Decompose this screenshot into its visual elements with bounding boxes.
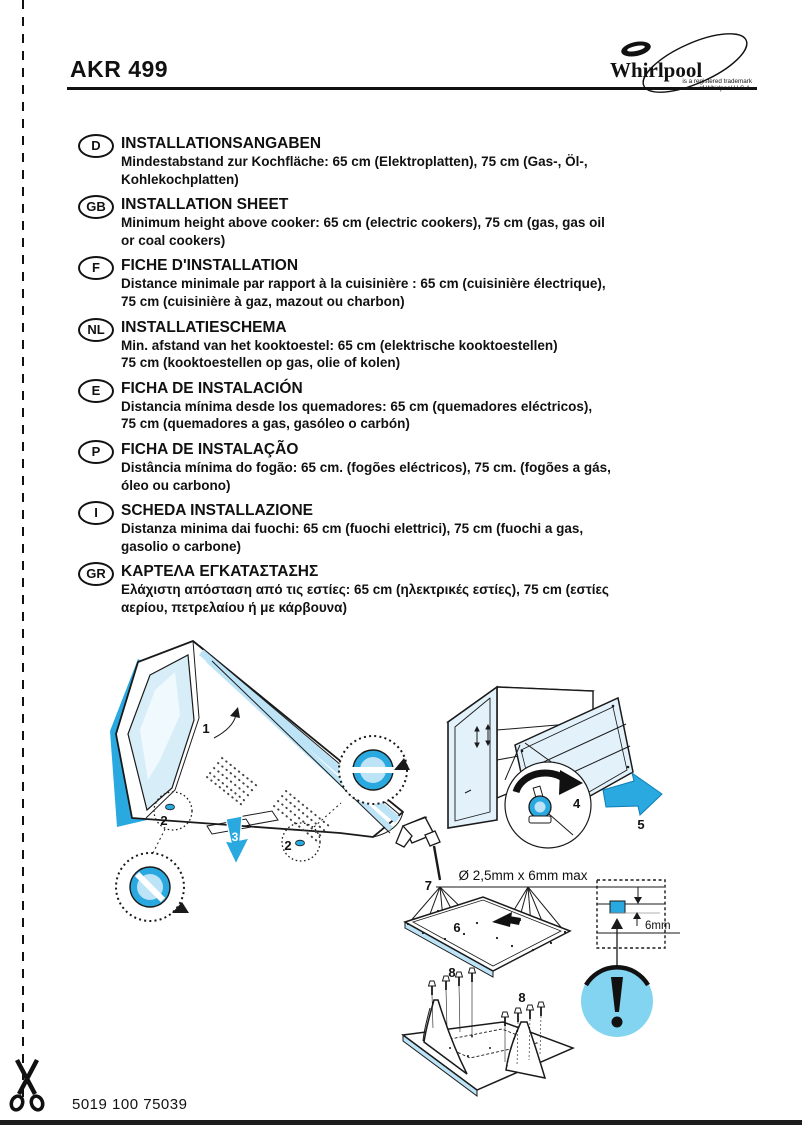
screw-depth-detail: 6mm: [596, 879, 680, 967]
section-es: E FICHA DE INSTALACIÓN Distancia mínima …: [78, 378, 690, 433]
page-title: AKR 499: [70, 56, 169, 82]
step-label-7: 7: [425, 878, 432, 893]
step-label-1: 1: [202, 721, 209, 736]
drill-spec-text: Ø 2,5mm x 6mm max: [458, 868, 587, 883]
depth-dimension-text: 6mm: [645, 920, 671, 932]
header-rule: [67, 87, 757, 90]
logo-trademark-2: of Whirlpool U.S.A.: [699, 85, 752, 92]
section-body: Min. afstand van het kooktoestel: 65 cm …: [121, 337, 558, 371]
step-label-3: 3: [232, 830, 239, 844]
step-label-8b: 8: [518, 990, 525, 1005]
screw-cross-section: [609, 900, 626, 914]
screw-detail-inset-right: [338, 735, 410, 805]
logo-swoosh-ellipse: [642, 33, 748, 93]
language-sections: D INSTALLATIONSANGABEN Mindestabstand zu…: [78, 134, 690, 624]
hood-body-drawing: 4 5: [446, 685, 663, 849]
lang-badge-d: D: [78, 134, 114, 158]
lang-badge-p: P: [78, 439, 114, 464]
filter-panel: [403, 896, 572, 972]
section-title: ΚΑΡΤΕΛΑ ΕΓΚΑΤΑΣΤΑΣΗΣ: [121, 563, 319, 581]
cut-dashed-line: [22, 0, 24, 1105]
section-title: FICHA DE INSTALAÇÃO: [121, 440, 299, 458]
step1-arrowhead: [230, 707, 240, 718]
section-de: D INSTALLATIONSANGABEN Mindestabstand zu…: [78, 134, 690, 188]
drill-icon: [395, 816, 442, 881]
section-title: SCHEDA INSTALLAZIONE: [121, 502, 314, 520]
exclamation-bar: [611, 977, 623, 1012]
pull-down-arrow: [223, 815, 251, 866]
hood-underside-drawing: 1 2 2 3: [110, 640, 410, 922]
drilling-drawing: 7 Ø 2,5mm x 6mm max 6: [395, 816, 664, 978]
rotate-arrowhead: [172, 902, 189, 913]
section-pt: P FICHA DE INSTALAÇÃO Distância mínima d…: [78, 439, 690, 494]
logo-wordmark: Whirlpool: [610, 58, 702, 82]
screw-location-left: [165, 803, 175, 811]
damper-knob-inset: 4: [504, 761, 592, 849]
section-body: Distance minimale par rapport à la cuisi…: [121, 276, 606, 309]
section-title: INSTALLATIONSANGABEN: [121, 135, 322, 152]
section-nl: NL INSTALLATIESCHEMA Min. afstand van he…: [78, 317, 690, 372]
vent-marks: [464, 723, 491, 794]
section-body: Minimum height above cooker: 65 cm (elec…: [121, 215, 605, 248]
step-label-2a: 2: [160, 813, 167, 828]
rotate-arrowhead: [394, 758, 410, 770]
screw-location-right: [295, 839, 305, 847]
bracket-screws: [427, 967, 546, 1067]
lang-badge-gb: GB: [78, 195, 114, 220]
section-body: Ελάχιστη απόσταση από τις εστίες: 65 cm …: [121, 582, 609, 615]
logo-trademark-1: is a registered trademark: [682, 78, 752, 85]
drill-holes: [406, 909, 567, 952]
section-body: Distância mínima do fogão: 65 cm. (fogõe…: [121, 459, 611, 493]
slide-out-arrow: [602, 771, 663, 816]
exclamation-dot: [611, 1016, 623, 1028]
lang-badge-gr: GR: [78, 562, 114, 587]
screw-detail-inset-left: [115, 852, 189, 922]
bracket-mounting-drawing: 8 8: [401, 965, 576, 1097]
section-title: FICHA DE INSTALACIÓN: [121, 379, 303, 397]
lang-badge-f: F: [78, 256, 114, 281]
bracket-left: [423, 999, 468, 1075]
bottom-bar: [0, 1120, 802, 1125]
section-body: Distanza minima dai fuochi: 65 cm (fuoch…: [121, 521, 584, 554]
section-body: Distancia mínima desde los quemadores: 6…: [121, 398, 593, 432]
product-code: 5019 100 75039: [72, 1096, 188, 1113]
section-body: Mindestabstand zur Kochfläche: 65 cm (El…: [121, 154, 588, 187]
whirlpool-logo: Whirlpool is a registered trademark of W…: [610, 33, 753, 93]
warning-icon: [581, 965, 653, 1037]
lang-badge-i: I: [78, 501, 114, 526]
section-title: FICHE D'INSTALLATION: [121, 257, 299, 275]
installation-diagram: 1 2 2 3: [110, 640, 680, 1097]
section-fr: F FICHE D'INSTALLATION Distance minimale…: [78, 256, 690, 310]
step-label-5: 5: [637, 817, 644, 832]
detail-dashed-box: [596, 879, 666, 949]
step-label-8a: 8: [448, 965, 455, 980]
lang-badge-e: E: [78, 378, 114, 403]
step-label-4: 4: [573, 796, 581, 811]
lang-badge-nl: NL: [78, 317, 114, 342]
scissors-icon: [9, 1058, 45, 1112]
section-title: INSTALLATION SHEET: [121, 196, 289, 214]
section-gr: GR ΚΑΡΤΕΛΑ ΕΓΚΑΤΑΣΤΑΣΗΣ Ελάχιστη απόστασ…: [78, 562, 690, 616]
step-label-2b: 2: [284, 838, 291, 853]
panel-direction-arrow: [492, 912, 512, 927]
section-it: I SCHEDA INSTALLAZIONE Distanza minima d…: [78, 501, 690, 555]
step-label-6: 6: [453, 920, 460, 935]
perforation-grid: [206, 757, 330, 842]
section-title: INSTALLATIESCHEMA: [121, 318, 287, 336]
section-gb: GB INSTALLATION SHEET Minimum height abo…: [78, 195, 690, 249]
